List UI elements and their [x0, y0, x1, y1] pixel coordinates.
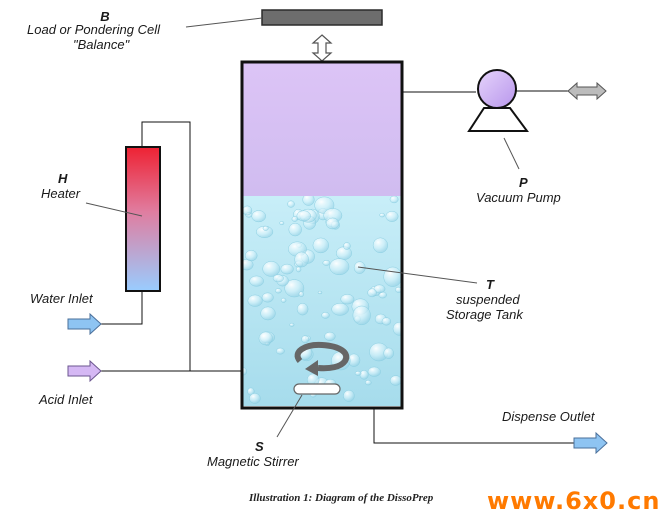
- liquid-bubble: [295, 266, 302, 273]
- figure-caption: Illustration 1: Diagram of the DissoPrep: [249, 492, 434, 504]
- stirrer-leader-line: [276, 394, 303, 438]
- heater-key-label: H: [58, 171, 68, 186]
- liquid-bubble: [247, 294, 263, 307]
- liquid-bubble: [389, 196, 399, 204]
- liquid-bubble: [343, 389, 355, 402]
- liquid-bubble: [296, 303, 309, 316]
- liquid-bubble: [272, 274, 284, 283]
- liquid-bubble: [280, 263, 294, 275]
- liquid-bubble: [340, 294, 355, 305]
- water-inlet-label: Water Inlet: [30, 291, 93, 306]
- balance-plate: [261, 9, 383, 26]
- tank-headspace: [243, 63, 401, 197]
- liquid-bubble: [372, 237, 388, 254]
- liquid-bubble: [343, 242, 351, 250]
- liquid-bubble: [381, 317, 392, 326]
- liquid-bubble: [298, 291, 304, 298]
- tank-sub-label: Storage Tank: [446, 307, 523, 322]
- liquid-bubble: [324, 331, 336, 341]
- liquid-bubbles: [243, 196, 401, 404]
- liquid-bubble: [331, 302, 349, 316]
- water-inlet-line: [101, 291, 143, 325]
- liquid-bubble: [383, 347, 394, 359]
- liquid-bubble: [287, 200, 295, 208]
- liquid-bubble: [367, 288, 377, 298]
- heater-column: [125, 146, 161, 292]
- liquid-bubble: [312, 237, 329, 254]
- tank-name-label: suspended: [456, 292, 520, 307]
- liquid-bubble: [322, 260, 331, 266]
- liquid-bubble: [262, 225, 269, 231]
- liquid-bubble: [244, 250, 258, 262]
- stir-direction-arrow: [294, 341, 350, 376]
- liquid-bubble: [288, 222, 302, 237]
- tank-outline: [240, 60, 404, 410]
- liquid-bubble: [261, 292, 274, 303]
- liquid-bubble: [243, 205, 253, 216]
- acid-inlet-label: Acid Inlet: [39, 392, 93, 407]
- liquid-bubble: [383, 266, 401, 287]
- heater-leader-line: [85, 202, 143, 217]
- balance-sub-label: "Balance": [73, 37, 130, 52]
- pump-name-label: Vacuum Pump: [476, 190, 561, 205]
- liquid-bubble: [296, 210, 311, 222]
- liquid-bubble: [291, 216, 298, 222]
- dispense-outlet-label: Dispense Outlet: [502, 409, 595, 424]
- liquid-bubble: [249, 275, 264, 287]
- liquid-bubble: [289, 322, 295, 327]
- liquid-bubble: [294, 251, 309, 268]
- tank-leader-line: [357, 266, 478, 284]
- pump-head: [477, 69, 517, 109]
- stirrer-key-label: S: [255, 439, 264, 454]
- water-inlet-arrow: [67, 312, 102, 336]
- liquid-bubble: [301, 335, 310, 344]
- balance-name-label: Load or Pondering Cell: [27, 22, 160, 37]
- liquid-bubble: [321, 311, 330, 319]
- liquid-bubble: [352, 305, 371, 326]
- liquid-bubble: [275, 288, 282, 294]
- heater-name-label: Heater: [41, 186, 81, 201]
- balance-double-arrow: [311, 34, 333, 62]
- acid-inlet-arrow: [67, 359, 102, 383]
- liquid-bubble: [260, 306, 276, 321]
- liquid-bubble: [280, 297, 287, 303]
- liquid-bubble: [329, 258, 350, 276]
- watermark-logo: www.6x0.cn: [487, 487, 661, 515]
- tank-key-label: T: [486, 277, 494, 292]
- heater-outlet-line: [141, 121, 243, 372]
- pump-exhaust-arrow: [567, 81, 607, 101]
- storage-tank: [240, 60, 404, 410]
- liquid-bubble: [317, 290, 323, 295]
- liquid-bubble: [367, 366, 381, 377]
- liquid-bubble: [325, 217, 340, 230]
- stirrer-name-label: Magnetic Stirrer: [207, 454, 299, 469]
- dispense-outlet-arrow: [573, 431, 608, 455]
- liquid-bubble: [258, 331, 273, 346]
- liquid-bubble: [389, 375, 401, 386]
- liquid-bubble: [302, 196, 315, 206]
- liquid-bubble: [251, 210, 266, 223]
- balance-leader-line: [185, 17, 263, 28]
- liquid-bubble: [385, 210, 399, 222]
- pump-key-label: P: [519, 175, 528, 190]
- balance-key-label: B: [100, 9, 110, 24]
- liquid-bubble: [249, 393, 261, 404]
- pump-base: [467, 107, 529, 132]
- liquid-bubble: [262, 261, 281, 277]
- liquid-bubble: [359, 370, 369, 380]
- dispense-outlet-line: [373, 408, 574, 444]
- liquid-bubble: [379, 212, 386, 218]
- liquid-bubble: [395, 286, 401, 293]
- liquid-bubble: [354, 370, 362, 376]
- liquid-bubble: [279, 221, 285, 226]
- liquid-bubble: [392, 321, 401, 336]
- liquid-bubble: [276, 347, 285, 355]
- liquid-bubble: [365, 379, 372, 386]
- pump-leader-line: [503, 137, 520, 170]
- stir-bar: [293, 383, 341, 395]
